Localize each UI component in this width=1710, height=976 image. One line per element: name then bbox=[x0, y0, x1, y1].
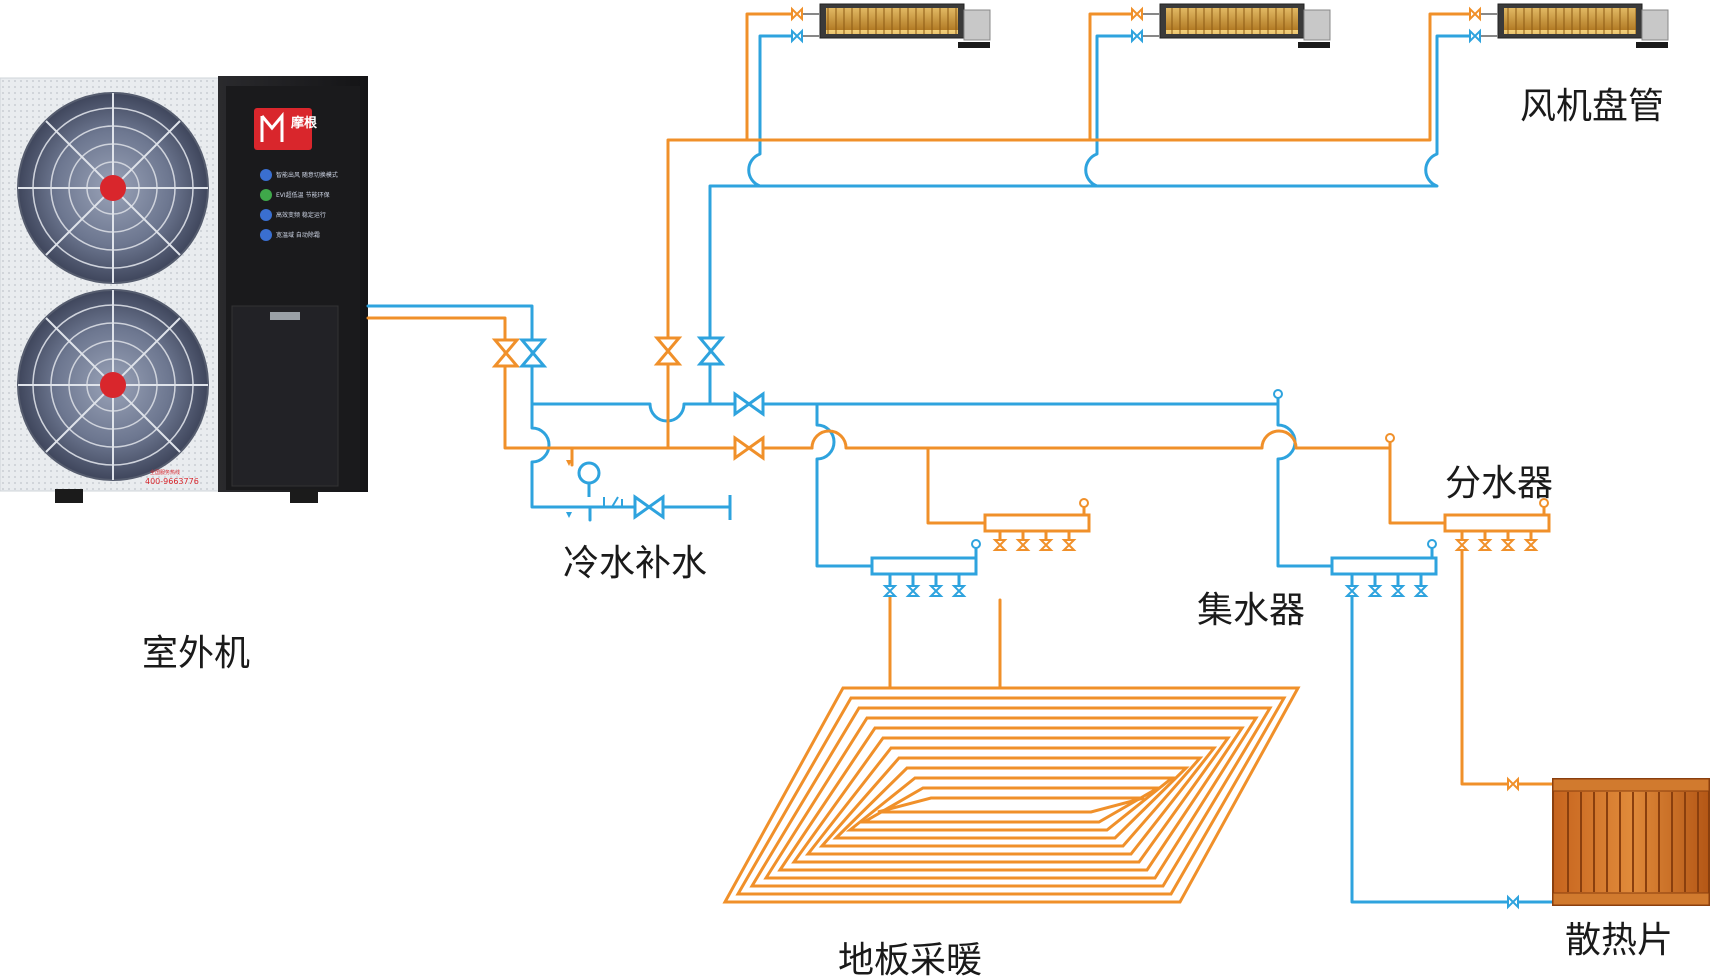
label-water-distributor: 分水器 bbox=[1445, 463, 1553, 504]
panel-features: 智能出风 随意切换模式 EVI超低温 节能环保 高效变频 稳定运行 宽温域 自动… bbox=[260, 169, 338, 241]
air-vent-icon bbox=[1273, 389, 1283, 406]
gate-valve-icon bbox=[791, 6, 1481, 44]
fan-coil-unit bbox=[1478, 3, 1669, 48]
label-water-collector: 集水器 bbox=[1197, 590, 1305, 631]
floor-heating-coil bbox=[722, 686, 1301, 904]
outdoor-unit: 摩根 智能出风 随意切换模式 EVI超低温 节能环保 高效变频 稳定运行 宽温域… bbox=[0, 76, 368, 503]
brand-name: 摩根 bbox=[291, 115, 318, 131]
radiator-collector-manifold bbox=[1330, 539, 1438, 597]
radiator-unit bbox=[1507, 776, 1710, 910]
gate-valve-icon bbox=[733, 435, 765, 461]
radiator-distributor-manifold bbox=[1443, 498, 1551, 551]
hotline-caption: 全国服务热线 bbox=[150, 469, 180, 476]
label-outdoor-unit: 室外机 bbox=[142, 633, 250, 674]
fan-icon bbox=[17, 289, 209, 481]
fan-coil-unit bbox=[800, 3, 991, 48]
gate-valve-icon bbox=[696, 336, 726, 366]
hotline-number: 400-9663776 bbox=[145, 477, 199, 486]
brand-logo: 摩根 bbox=[254, 108, 318, 150]
floor-collector-manifold bbox=[870, 539, 981, 597]
svg-text:智能出风 随意切换模式: 智能出风 随意切换模式 bbox=[276, 171, 338, 179]
fan-icon bbox=[17, 92, 209, 284]
pressure-gauge-icon bbox=[566, 460, 623, 518]
air-vent-icon bbox=[1385, 433, 1395, 450]
gate-valve-icon bbox=[491, 338, 521, 368]
label-fan-coil: 风机盘管 bbox=[1520, 86, 1664, 127]
floor-distributor-manifold bbox=[983, 498, 1091, 551]
gate-valve-icon bbox=[633, 494, 665, 520]
svg-text:宽温域 自动除霜: 宽温域 自动除霜 bbox=[276, 231, 320, 239]
label-cold-water-makeup: 冷水补水 bbox=[563, 543, 707, 584]
cold-return-piping bbox=[366, 34, 1557, 904]
hot-supply-piping bbox=[366, 12, 1557, 786]
label-floor-heating: 地板采暖 bbox=[838, 940, 982, 976]
fan-coil-unit bbox=[1140, 3, 1331, 48]
svg-text:EVI超低温 节能环保: EVI超低温 节能环保 bbox=[276, 191, 330, 199]
svg-text:高效变频 稳定运行: 高效变频 稳定运行 bbox=[276, 211, 326, 219]
gate-valve-icon bbox=[518, 338, 548, 368]
gate-valve-icon bbox=[653, 336, 683, 366]
gate-valve-icon bbox=[733, 391, 765, 417]
label-radiator: 散热片 bbox=[1565, 920, 1673, 961]
